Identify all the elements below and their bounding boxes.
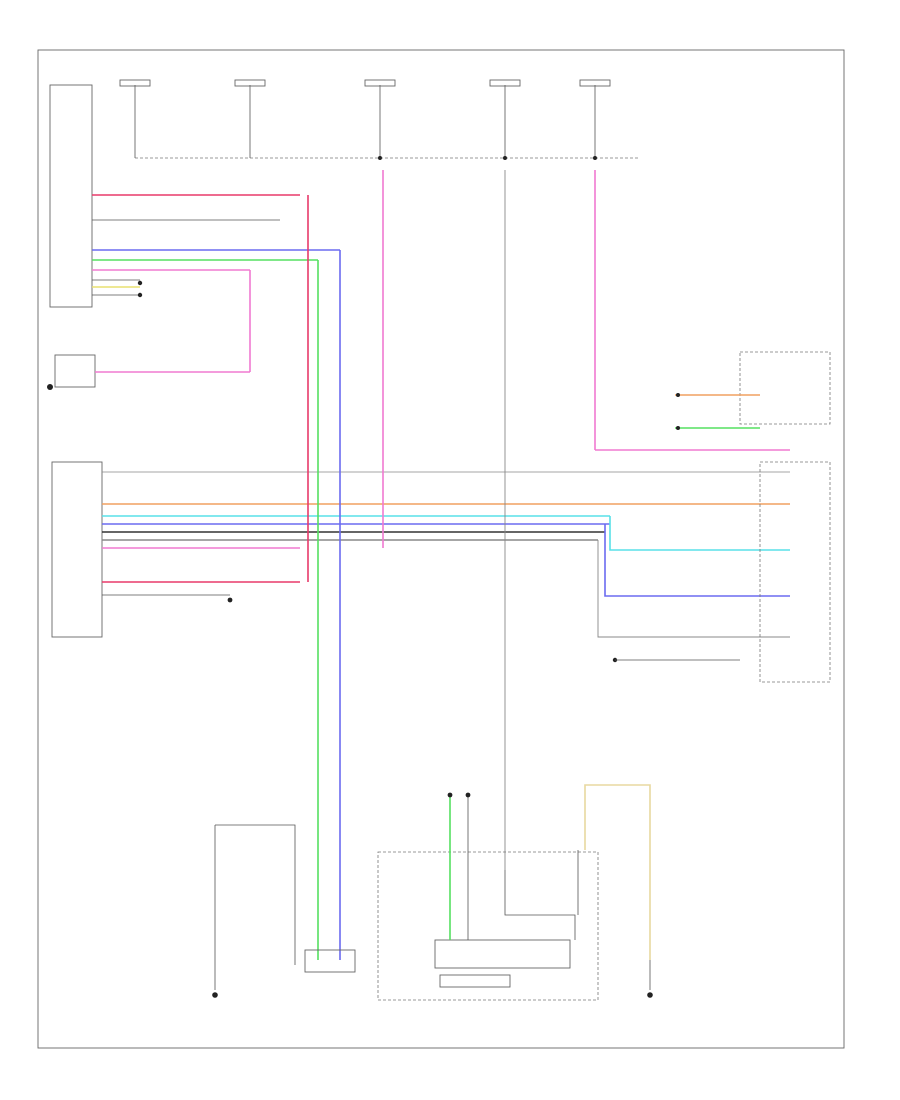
lightblue-route bbox=[609, 516, 790, 551]
bottom-left-ground bbox=[212, 824, 296, 998]
door-lock-connector bbox=[304, 949, 356, 973]
top-left-module bbox=[49, 84, 340, 308]
bottom-right-ground bbox=[584, 784, 653, 998]
main-left-module bbox=[51, 461, 790, 638]
blue-route bbox=[604, 524, 790, 597]
right-top-module bbox=[675, 351, 831, 430]
door-switch bbox=[47, 270, 251, 390]
diagram-frame bbox=[37, 49, 845, 1049]
gray-route bbox=[597, 540, 790, 638]
bottom-module bbox=[377, 792, 599, 1001]
right-switch-module bbox=[612, 461, 831, 683]
fuse-columns bbox=[119, 79, 611, 160]
